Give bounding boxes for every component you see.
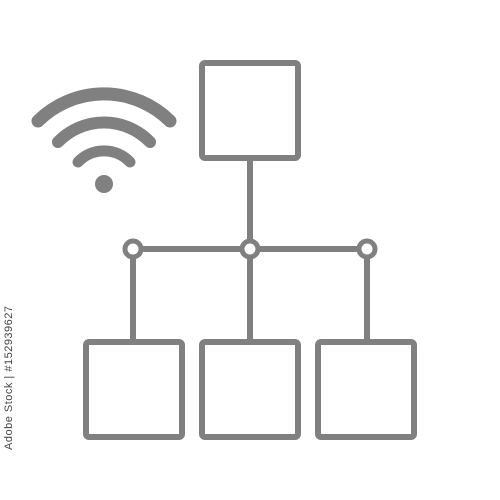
- bottom-node-left: [83, 339, 185, 440]
- junction-right: [356, 238, 378, 260]
- node-boxes: [83, 60, 417, 440]
- wifi-dot: [95, 175, 113, 193]
- junction-center: [239, 238, 261, 260]
- wifi-arc-inner: [72, 145, 136, 168]
- wifi-arc-middle: [52, 116, 156, 148]
- stock-id-text: Adobe Stock | #152939627: [3, 305, 15, 450]
- junction-left: [122, 238, 144, 260]
- wifi-icon: [31, 87, 177, 193]
- bottom-node-center: [199, 339, 301, 440]
- top-node-box: [199, 60, 301, 161]
- bottom-node-right: [315, 339, 417, 440]
- wifi-arc-outer: [31, 87, 177, 128]
- junction-nodes: [122, 238, 378, 260]
